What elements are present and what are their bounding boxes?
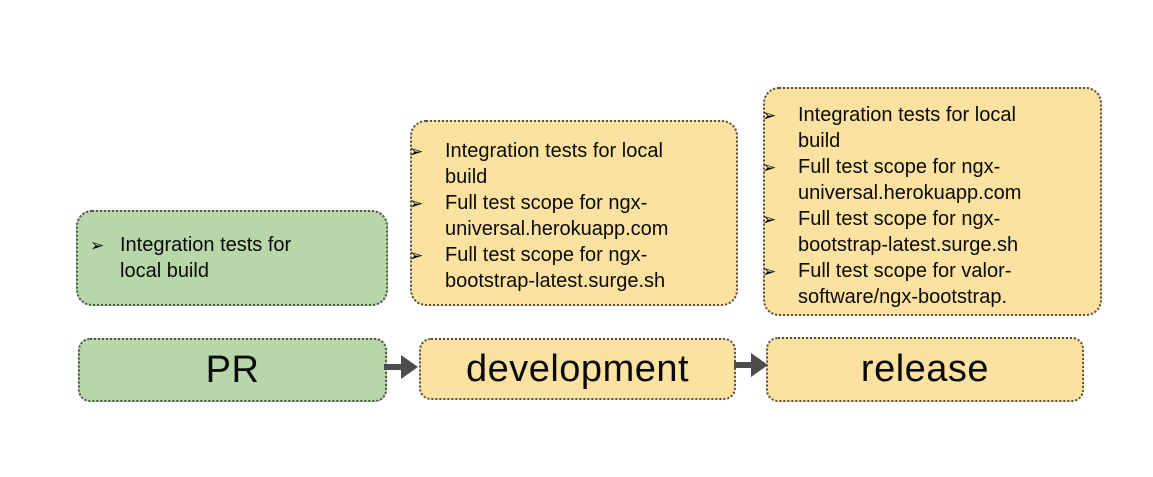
arrowhead-bullet-icon: ➢: [762, 158, 777, 178]
arrow-pr-to-development-icon: [384, 354, 418, 380]
release-tests-list: ➢ Integration tests for local build ➢ Fu…: [762, 102, 1100, 310]
stage-pr-label: PR: [205, 348, 260, 391]
list-item: ➢ Full test scope for ngx-universal.hero…: [409, 190, 736, 242]
arrowhead-bullet-icon: ➢: [409, 194, 424, 214]
development-tests-box: ➢ Integration tests for local build ➢ Fu…: [409, 120, 738, 306]
pr-tests-box: ➢ Integration tests for local build: [76, 210, 388, 306]
arrowhead-bullet-icon: ➢: [762, 106, 777, 126]
test-item-text: Full test scope for ngx-bootstrap-latest…: [445, 244, 666, 292]
list-item: ➢ Integration tests for local build: [762, 102, 1100, 154]
list-item: ➢ Full test scope for ngx-universal.hero…: [762, 154, 1100, 206]
test-item-text: Full test scope for ngx-universal.heroku…: [445, 192, 669, 240]
arrowhead-bullet-icon: ➢: [409, 142, 424, 162]
arrowhead-bullet-icon: ➢: [409, 246, 424, 266]
stage-release-box: release: [766, 337, 1084, 402]
test-item-text: Full test scope for ngx-universal.heroku…: [798, 156, 1022, 204]
stage-development-label: development: [465, 347, 690, 390]
arrow-development-to-release-icon: [734, 352, 768, 378]
stage-release-label: release: [860, 348, 990, 390]
arrowhead-bullet-icon: ➢: [762, 210, 777, 230]
list-item: ➢ Full test scope for ngx-bootstrap-late…: [762, 206, 1100, 258]
test-item-text: Integration tests for local build: [120, 234, 292, 282]
list-item: ➢ Full test scope for valor-software/ngx…: [762, 258, 1100, 310]
list-item: ➢ Full test scope for ngx-bootstrap-late…: [409, 242, 736, 294]
arrowhead-bullet-icon: ➢: [762, 262, 777, 282]
release-tests-box: ➢ Integration tests for local build ➢ Fu…: [762, 87, 1102, 316]
development-tests-list: ➢ Integration tests for local build ➢ Fu…: [409, 138, 736, 294]
stage-development-box: development: [419, 338, 736, 400]
stage-pr-box: PR: [78, 338, 387, 402]
test-item-text: Full test scope for ngx-bootstrap-latest…: [798, 208, 1019, 256]
list-item: ➢ Integration tests for local build: [78, 232, 386, 284]
pr-tests-list: ➢ Integration tests for local build: [78, 232, 386, 284]
test-item-text: Integration tests for local build: [798, 104, 1016, 152]
arrowhead-bullet-icon: ➢: [90, 236, 105, 256]
list-item: ➢ Integration tests for local build: [409, 138, 736, 190]
test-item-text: Integration tests for local build: [445, 140, 663, 188]
test-item-text: Full test scope for valor-software/ngx-b…: [798, 260, 1012, 308]
